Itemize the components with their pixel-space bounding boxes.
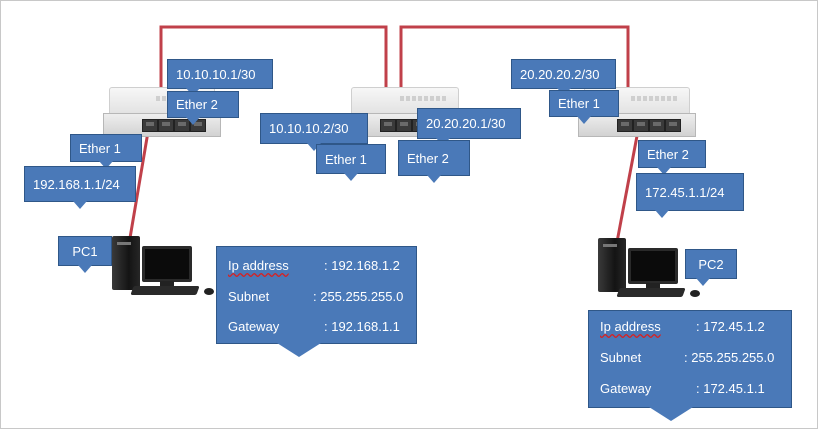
r1-ether2-label: Ether 2 — [176, 97, 218, 112]
r3-ether1-ip-callout: 20.20.20.2/30 — [511, 59, 616, 96]
pc1-subnet-value: : 255.255.255.0 — [313, 289, 404, 304]
pc1-ip-label-text: Ip address — [228, 258, 289, 273]
pc1-monitor — [142, 246, 192, 282]
router-2-brand-logo — [400, 96, 446, 101]
router-3-front-panel — [578, 113, 696, 137]
router-3-port-ether2 — [633, 119, 649, 132]
r3-ether1-label: Ether 1 — [558, 96, 600, 111]
pc2-monitor-stand — [646, 283, 660, 289]
r1-ether1-label: Ether 1 — [79, 140, 121, 156]
cable-r3-pc2 — [615, 119, 642, 243]
r3-ether1-label-callout: Ether 1 — [549, 90, 619, 124]
router-1-port-ether1 — [142, 119, 158, 132]
pc1-monitor-stand — [160, 281, 174, 287]
pc2-label-callout: PC2 — [685, 249, 737, 286]
r2-ether2-ip-callout: 20.20.20.1/30 — [417, 108, 521, 146]
pc1-mouse — [204, 288, 214, 295]
pc1-info-box: Ip address : 192.168.1.2 Subnet : 255.25… — [216, 246, 417, 357]
r1-ether1-label-callout: Ether 1 — [70, 134, 142, 169]
r1-ether2-label-callout: Ether 2 — [167, 91, 239, 125]
cable-r2-r3 — [399, 25, 630, 120]
r2-ether1-label: Ether 1 — [325, 151, 367, 167]
router-1-port-ether2 — [158, 119, 174, 132]
pc1-computer-icon — [112, 236, 214, 296]
r2-ether2-label-callout: Ether 2 — [398, 140, 470, 183]
router-3-brand-logo — [631, 96, 677, 101]
pc2-monitor — [628, 248, 678, 284]
cable-r1-r2 — [159, 25, 388, 120]
r3-ether1-ip: 20.20.20.2/30 — [520, 66, 600, 82]
pc1-tower — [112, 236, 140, 290]
r3-ether2-ip-callout: 172.45.1.1/24 — [636, 173, 744, 218]
pc2-info-box: Ip address : 172.45.1.2 Subnet : 255.255… — [588, 310, 792, 421]
pc2-subnet-value: : 255.255.255.0 — [684, 350, 775, 365]
r3-ether2-label: Ether 2 — [647, 146, 689, 162]
pc1-keyboard — [130, 286, 200, 295]
router-3-port-ether3 — [649, 119, 665, 132]
pc2-gateway-label: Gateway — [600, 381, 652, 396]
pc2-ip-label-text: Ip address — [600, 319, 661, 334]
r1-ether2-ip-callout: 10.10.10.1/30 — [167, 59, 273, 96]
pc1-ip-label: Ip address — [228, 258, 289, 273]
r1-ether2-ip: 10.10.10.1/30 — [176, 66, 256, 82]
r2-ether2-label: Ether 2 — [407, 150, 449, 166]
pc2-tower — [598, 238, 626, 292]
pc2-mouse — [690, 290, 700, 297]
r2-ether1-ip-callout: 10.10.10.2/30 — [260, 113, 368, 151]
pc2-gateway-value: : 172.45.1.1 — [696, 381, 765, 396]
pc1-gateway-label: Gateway — [228, 319, 280, 334]
pc1-label: PC1 — [72, 243, 98, 259]
r2-ether1-label-callout: Ether 1 — [316, 144, 386, 181]
r2-ether2-ip: 20.20.20.1/30 — [426, 116, 506, 131]
r2-ether1-ip: 10.10.10.2/30 — [269, 121, 349, 136]
r1-ether1-ip: 192.168.1.1/24 — [33, 176, 120, 192]
router-2-port-ether2 — [396, 119, 412, 132]
router-2-port-ether1 — [380, 119, 396, 132]
r3-ether2-ip: 172.45.1.1/24 — [645, 184, 725, 200]
router-3-port-ether4 — [665, 119, 681, 132]
pc2-keyboard — [616, 288, 686, 297]
cable-r1-pc1 — [128, 119, 152, 239]
pc2-ip-label: Ip address — [600, 319, 661, 334]
pc1-subnet-label: Subnet — [228, 289, 270, 304]
pc2-computer-icon — [598, 238, 700, 298]
pc2-ip-value: : 172.45.1.2 — [696, 319, 765, 334]
pc2-subnet-label: Subnet — [600, 350, 642, 365]
r3-ether2-label-callout: Ether 2 — [638, 140, 706, 175]
pc2-label: PC2 — [698, 256, 724, 272]
pc1-ip-value: : 192.168.1.2 — [324, 258, 400, 273]
pc1-gateway-value: : 192.168.1.1 — [324, 319, 400, 334]
router-3-port-ether1 — [617, 119, 633, 132]
r1-ether1-ip-callout: 192.168.1.1/24 — [24, 166, 136, 209]
pc1-label-callout: PC1 — [58, 236, 112, 273]
